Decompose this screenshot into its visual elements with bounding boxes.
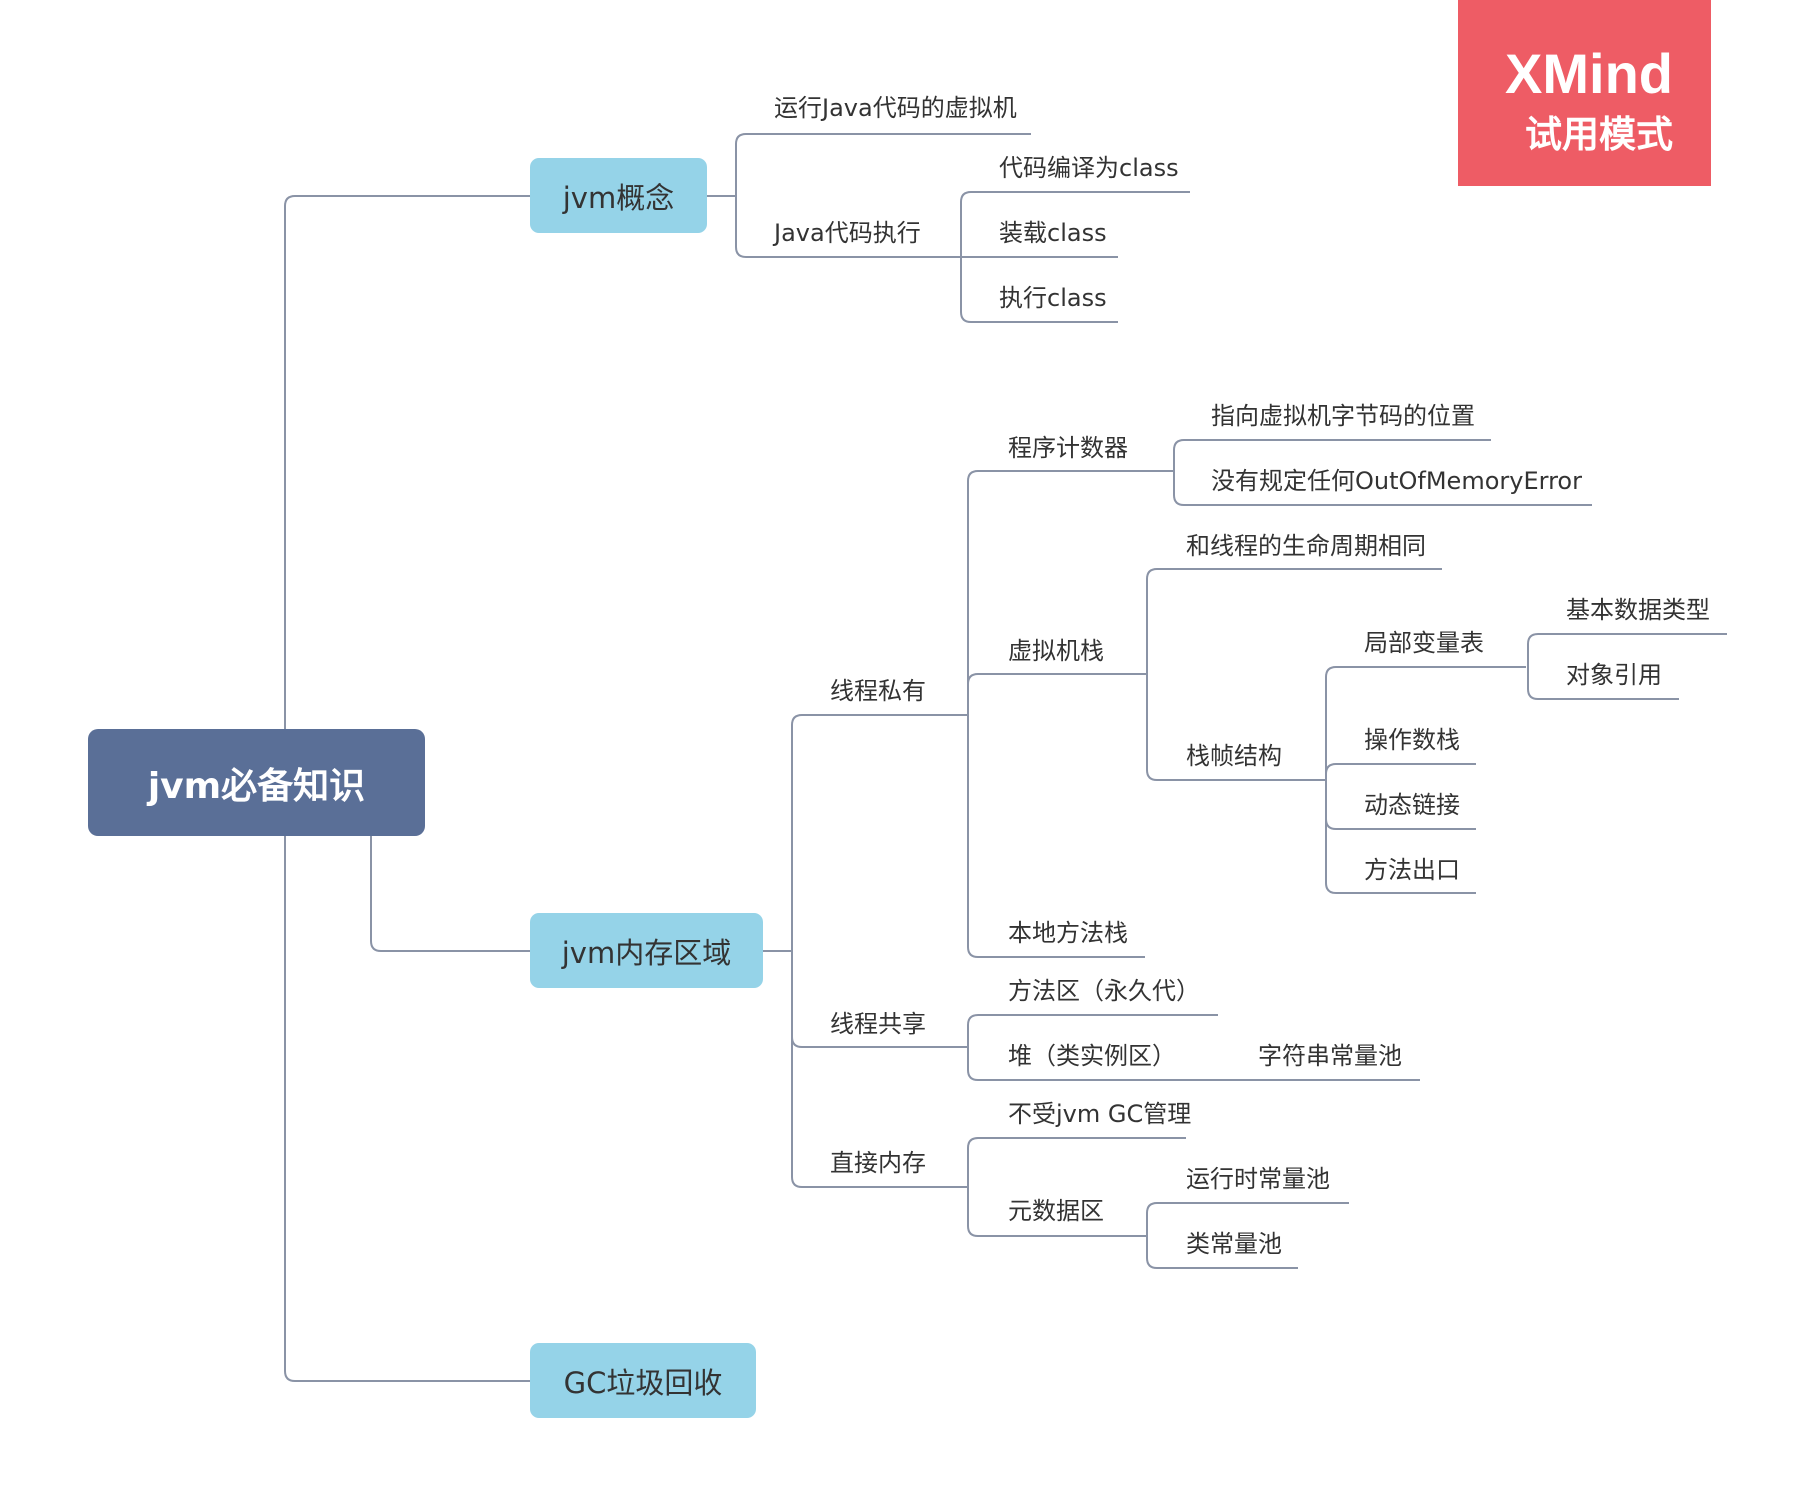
branch-connector <box>960 191 1190 257</box>
topic-string-pool[interactable]: 字符串常量池 <box>1258 1042 1402 1070</box>
topic-thread-shared[interactable]: 线程共享 <box>830 1010 926 1038</box>
branch-connector <box>967 1047 1245 1081</box>
topic-method-area[interactable]: 方法区（永久代） <box>1008 977 1200 1005</box>
topic-thread-private[interactable]: 线程私有 <box>830 677 926 705</box>
branch-connector <box>791 714 968 951</box>
branch-connector <box>967 1187 1147 1237</box>
topic-not-gc-managed[interactable]: 不受jvm GC管理 <box>1008 1100 1192 1128</box>
topic-native-method-stack[interactable]: 本地方法栈 <box>1008 919 1128 947</box>
root-topic[interactable]: jvm必备知识 <box>88 729 425 836</box>
watermark-title: XMind <box>1505 42 1673 105</box>
topic-vm-stack[interactable]: 虚拟机栈 <box>1008 637 1104 665</box>
topic-object-reference[interactable]: 对象引用 <box>1566 661 1662 689</box>
topic-points-to-bytecode[interactable]: 指向虚拟机字节码的位置 <box>1211 402 1475 430</box>
root-to-jvm-memory <box>370 836 530 952</box>
topic-no-oom[interactable]: 没有规定任何OutOfMemoryError <box>1211 467 1582 495</box>
branch-jvm-memory[interactable]: jvm内存区域 <box>530 913 763 988</box>
topic-metaspace[interactable]: 元数据区 <box>1008 1197 1104 1225</box>
branch-connector <box>1146 568 1442 674</box>
branch-connector <box>1527 667 1679 700</box>
branch-gc[interactable]: GC垃圾回收 <box>530 1343 756 1418</box>
branch-jvm-concept[interactable]: jvm概念 <box>530 158 707 233</box>
topic-heap[interactable]: 堆（类实例区） <box>1008 1042 1176 1070</box>
branch-connector <box>735 133 1031 196</box>
branch-connector <box>1146 1236 1298 1269</box>
watermark-subtitle: 试用模式 <box>1525 113 1673 156</box>
branch-connector <box>967 715 1145 958</box>
branch-connector <box>967 1137 1186 1187</box>
branch-connector <box>967 673 1147 715</box>
root-to-gc <box>284 836 530 1382</box>
topic-operand-stack[interactable]: 操作数栈 <box>1364 726 1460 754</box>
topic-program-counter[interactable]: 程序计数器 <box>1008 434 1128 462</box>
topic-runtime-constant-pool[interactable]: 运行时常量池 <box>1186 1165 1330 1193</box>
topic-method-exit[interactable]: 方法出口 <box>1364 856 1460 884</box>
branch-connector <box>1173 471 1592 506</box>
branch-connector <box>1325 763 1476 780</box>
branch-connector <box>1146 1202 1349 1236</box>
topic-stack-frame[interactable]: 栈帧结构 <box>1186 742 1282 770</box>
branch-connector <box>735 196 961 258</box>
topic-execute-class[interactable]: 执行class <box>999 284 1107 312</box>
branch-connector <box>960 257 1118 323</box>
topic-direct-memory[interactable]: 直接内存 <box>830 1149 926 1177</box>
topic-load-class[interactable]: 装载class <box>999 219 1107 247</box>
trial-mode-watermark: XMind 试用模式 <box>1458 0 1711 186</box>
topic-class-constant-pool[interactable]: 类常量池 <box>1186 1230 1282 1258</box>
topic-same-lifecycle[interactable]: 和线程的生命周期相同 <box>1186 532 1426 560</box>
branch-connector <box>967 470 1174 715</box>
branch-connector <box>1325 780 1476 894</box>
branch-connector <box>1173 439 1491 471</box>
branch-connector <box>967 1014 1218 1047</box>
topic-local-variable-table[interactable]: 局部变量表 <box>1364 629 1484 657</box>
topic-compile-to-class[interactable]: 代码编译为class <box>999 154 1179 182</box>
topic-primitive-types[interactable]: 基本数据类型 <box>1566 596 1710 624</box>
topic-dynamic-linking[interactable]: 动态链接 <box>1364 791 1460 819</box>
topic-java-execution[interactable]: Java代码执行 <box>774 219 921 247</box>
root-to-jvm-concept <box>284 195 530 729</box>
branch-connector <box>1146 674 1326 781</box>
branch-connector <box>1325 666 1526 780</box>
topic-runs-java-vm[interactable]: 运行Java代码的虚拟机 <box>774 94 1017 122</box>
branch-connector <box>791 951 968 1188</box>
branch-connector <box>1527 633 1727 667</box>
